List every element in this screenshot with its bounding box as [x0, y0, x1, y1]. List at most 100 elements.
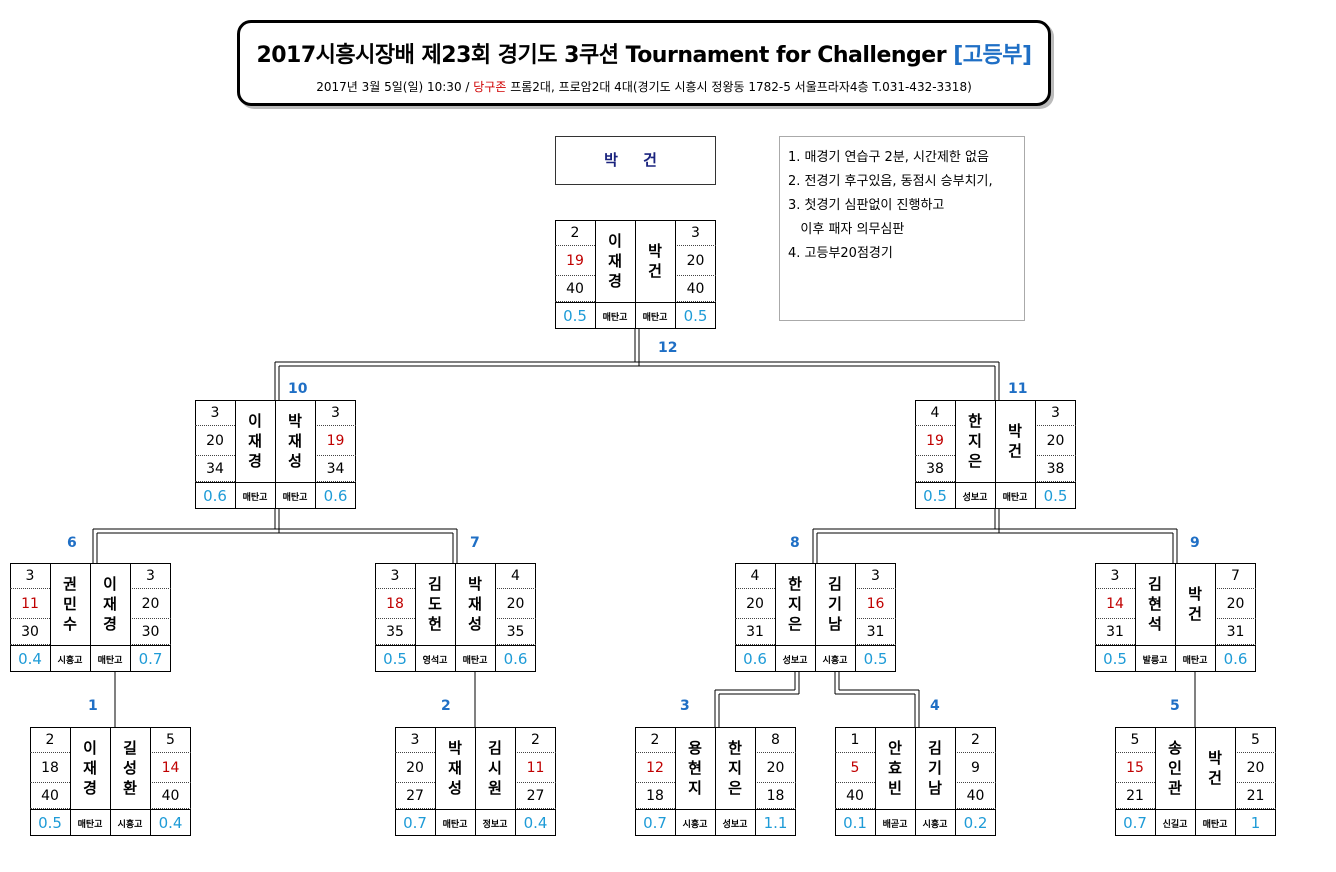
school-cell: 매탄고 [235, 482, 275, 509]
divider [110, 727, 111, 836]
target-cell: 34 [195, 456, 235, 482]
average-cell: 0.6 [735, 645, 775, 672]
school-cell: 영석고 [415, 645, 455, 672]
average-cell: 0.6 [315, 482, 356, 509]
school-cell: 매탄고 [1175, 645, 1215, 672]
name-char: 지 [728, 759, 742, 777]
school-cell: 매탄고 [635, 302, 675, 329]
score-cell: 20 [130, 589, 171, 619]
match-number: 1 [88, 698, 98, 714]
innings-cell: 3 [855, 563, 896, 589]
name-char: 성 [288, 452, 302, 470]
score-cell: 20 [675, 246, 716, 276]
school-cell: 매탄고 [90, 645, 130, 672]
innings-cell: 2 [515, 727, 556, 753]
target-cell: 40 [955, 783, 996, 809]
school-cell: 성보고 [775, 645, 815, 672]
average-cell: 0.5 [30, 809, 70, 836]
average-cell: 1.1 [755, 809, 796, 836]
target-cell: 40 [675, 276, 716, 302]
innings-cell: 4 [915, 400, 955, 426]
school-cell: 매탄고 [455, 645, 495, 672]
average-cell: 0.4 [150, 809, 191, 836]
name-char: 도 [428, 595, 442, 613]
average-cell: 0.5 [555, 302, 595, 329]
average-cell: 1 [1235, 809, 1276, 836]
score-cell: 20 [195, 426, 235, 456]
match-number: 8 [790, 535, 800, 551]
average-cell: 0.6 [1215, 645, 1256, 672]
innings-cell: 3 [395, 727, 435, 753]
average-cell: 0.6 [495, 645, 536, 672]
target-cell: 18 [755, 783, 796, 809]
school-cell: 시흥고 [815, 645, 855, 672]
rule-item: 1. 매경기 연습구 2분, 시간제한 없음 [788, 150, 989, 165]
name-char: 건 [1008, 442, 1022, 460]
divider [915, 727, 916, 836]
divider [70, 727, 71, 836]
name-char: 김 [488, 739, 502, 757]
divider [415, 563, 416, 672]
school-cell: 발릉고 [1135, 645, 1175, 672]
name-char: 건 [1208, 769, 1222, 787]
divider [235, 400, 236, 509]
divider [515, 727, 516, 836]
school-cell: 매탄고 [1195, 809, 1235, 836]
target-cell: 40 [150, 783, 191, 809]
name-char: 재 [288, 432, 302, 450]
score-cell: 19 [315, 426, 356, 456]
divider [1035, 400, 1036, 509]
name-char: 관 [1168, 779, 1182, 797]
score-cell: 20 [495, 589, 536, 619]
average-cell: 0.5 [1095, 645, 1135, 672]
connector-semi-right [812, 509, 1178, 564]
name-char: 은 [728, 779, 742, 797]
match-number: 12 [658, 340, 678, 356]
page-title: 2017시흥시장배 제23회 경기도 3쿠션 Tournament for Ch… [240, 37, 1048, 69]
match-number: 3 [680, 698, 690, 714]
innings-cell: 2 [555, 220, 595, 246]
champion-box: 박 건 [555, 136, 716, 185]
target-cell: 27 [515, 783, 556, 809]
name-char: 길 [123, 739, 137, 757]
subtitle-date: 2017년 3월 5일(일) 10:30 / [316, 80, 474, 94]
divider [435, 727, 436, 836]
divider [90, 563, 91, 672]
match-number: 7 [470, 535, 480, 551]
average-cell: 0.7 [635, 809, 675, 836]
score-cell: 12 [635, 753, 675, 783]
name-char: 권 [63, 575, 77, 593]
target-cell: 31 [1215, 619, 1256, 645]
title-division: [고등부] [953, 43, 1032, 68]
name-char: 성 [468, 615, 482, 633]
rule-item: 4. 고등부20점경기 [788, 246, 893, 261]
school-cell: 시흥고 [50, 645, 90, 672]
name-char: 박 [1188, 585, 1202, 603]
target-cell: 30 [10, 619, 50, 645]
name-char: 석 [1148, 615, 1162, 633]
target-cell: 21 [1115, 783, 1155, 809]
innings-cell: 7 [1215, 563, 1256, 589]
match-number: 4 [930, 698, 940, 714]
name-char: 남 [828, 615, 842, 633]
connector-final [274, 329, 1000, 401]
score-cell: 20 [395, 753, 435, 783]
rules-box: 1. 매경기 연습구 2분, 시간제한 없음 2. 전경기 후구있음, 동점시 … [779, 136, 1025, 321]
name-char: 은 [788, 615, 802, 633]
match-number: 11 [1008, 381, 1028, 397]
average-cell: 0.2 [955, 809, 996, 836]
name-char: 지 [788, 595, 802, 613]
